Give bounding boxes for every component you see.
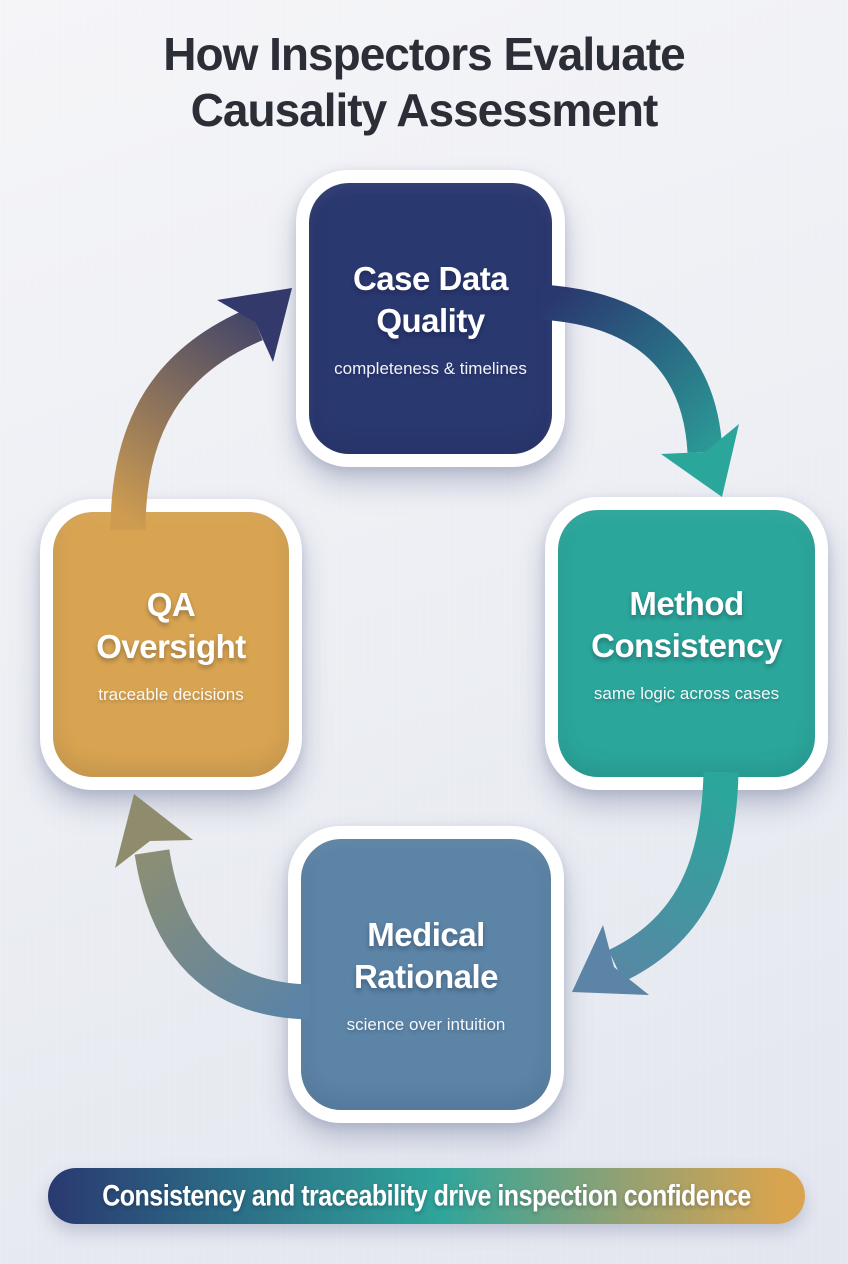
node-title-line: Oversight (96, 628, 246, 665)
arrow-case-to-method (538, 284, 739, 497)
arrow-medical-to-qa-shaft (134, 849, 311, 1020)
node-subtitle: science over intuition (346, 1015, 506, 1034)
arrow-method-to-medical-head (572, 925, 649, 995)
arrow-medical-to-qa-head (115, 794, 193, 868)
key-message-text: Consistency and traceability drive inspe… (102, 1178, 751, 1212)
node-subtitle: completeness & timelines (334, 359, 527, 378)
page-title: How Inspectors Evaluate Causality Assess… (0, 26, 848, 138)
arrow-case-to-method-head (661, 424, 739, 497)
node-qa-oversight-card: QA Oversight traceable decisions (53, 512, 289, 777)
key-message-banner: Consistency and traceability drive inspe… (48, 1168, 805, 1224)
node-title-line: QA (146, 586, 196, 623)
page-title-line2: Causality Assessment (190, 84, 659, 136)
node-subtitle: same logic across cases (593, 684, 780, 703)
node-case-data-quality-card: Case Data Quality completeness & timelin… (309, 183, 552, 454)
node-title-line: Method (629, 585, 744, 622)
node-method-consistency-card: Method Consistency same logic across cas… (558, 510, 815, 777)
node-title-line: Case Data (352, 260, 509, 297)
node-title-line: Quality (376, 302, 485, 339)
page-title-line1: How Inspectors Evaluate (163, 28, 686, 80)
node-title-line: Consistency (591, 627, 782, 664)
arrow-method-to-medical (572, 771, 739, 995)
node-case-data-quality: Case Data Quality completeness & timelin… (296, 170, 565, 467)
node-title-line: Medical (367, 916, 485, 953)
node-qa-oversight: QA Oversight traceable decisions (40, 499, 302, 790)
node-subtitle: traceable decisions (98, 685, 244, 704)
arrow-medical-to-qa (115, 794, 311, 1020)
node-medical-rationale: Medical Rationale science over intuition (288, 826, 564, 1123)
node-method-consistency: Method Consistency same logic across cas… (545, 497, 828, 790)
arrow-method-to-medical-shaft (608, 771, 739, 982)
node-medical-rationale-card: Medical Rationale science over intuition (301, 839, 551, 1110)
node-title-line: Rationale (353, 958, 499, 995)
arrow-qa-to-case-head (217, 288, 292, 362)
arrow-qa-to-case (110, 288, 292, 531)
